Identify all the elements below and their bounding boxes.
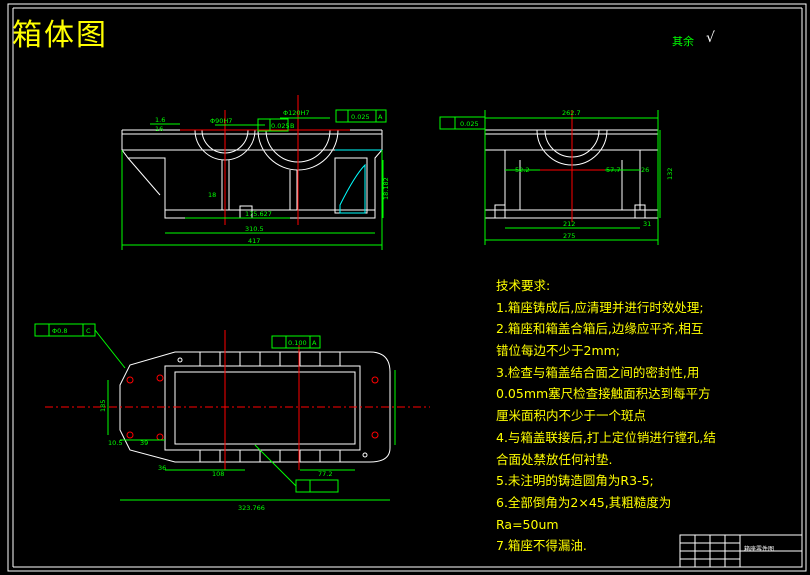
side-view-centerlines [540,110,605,222]
title-block-name: 箱座零件图 [744,546,775,553]
side-dim-52-2: 52.2 [515,166,529,174]
top-dim-185: 185 [99,400,107,412]
front-datum-a: A [378,113,383,121]
side-dim-26: 26 [641,166,649,174]
side-view-dimension-texts: 262.7 275 212 31 52.2 57.7 26 132 0.025 [460,109,674,240]
side-view-dimension-lines [439,110,661,245]
requirement-line: 厘米面积内不少于一个斑点 [496,408,647,424]
top-view [119,351,391,463]
front-dim-18-182: 18.182 [382,177,390,200]
front-tolerance-value-b: 0.025 [271,122,290,130]
requirement-line: 合面处禁放任何衬垫. [496,451,613,467]
side-dim-262-7: 262.7 [562,109,581,117]
front-view-dimension-texts: 417 310.5 175.627 Φ120H7 Φ90H7 0.025 B 0… [155,109,390,245]
front-dim-16: 16 [155,125,163,133]
top-datum-c: C [86,327,91,335]
front-view-centerlines [180,95,350,225]
side-dim-275: 275 [563,232,575,240]
side-flatness-value: 0.025 [460,120,479,128]
front-view-dimension-lines [121,109,387,250]
roughness-symbol-icon: √ [706,30,715,46]
top-view-centerlines [45,330,430,470]
requirement-line: 0.05mm塞尺检查接触面积达到每平方 [496,386,711,402]
requirement-line: Ra=50um [496,516,559,532]
technical-requirements: 技术要求: 1.箱座铸成后,应清理并进行时效处理; 2.箱座和箱盖合箱后,边缘应… [496,275,716,557]
roughness-note: 其余 [672,35,694,48]
top-dim-108: 108 [212,470,224,478]
top-view-dimension-texts: 323.766 108 77.2 39 10.5 36 185 0.100 A … [52,327,332,512]
requirement-line: 5.未注明的铸造圆角为R3-5; [496,473,654,489]
requirement-line: 7.箱座不得漏油. [496,538,587,554]
side-dim-57-7: 57.7 [606,166,620,174]
front-view-outline [121,130,383,219]
front-tolerance-value-a: 0.025 [351,113,370,121]
front-datum-b: B [290,122,294,130]
top-dim-323-766: 323.766 [238,504,265,512]
front-view [121,129,383,219]
front-dim-417: 417 [248,237,260,245]
requirement-line: 6.全部倒角为2×45,其粗糙度为 [496,494,672,510]
top-view-dimension-lines [34,323,396,501]
top-dim-77-2: 77.2 [318,470,332,478]
front-dim-bore-small: Φ90H7 [210,117,232,125]
requirement-line: 2.箱座和箱盖合箱后,边缘应平齐,相互 [496,321,704,337]
front-view-section-hatch [339,163,366,214]
side-dim-212: 212 [563,220,575,228]
top-dim-39: 39 [140,439,148,447]
front-dim-18: 18 [208,191,216,199]
front-dim-310-5: 310.5 [245,225,264,233]
outer-border [7,3,807,572]
top-position-tol: Φ0.8 [52,327,67,335]
requirement-line: 1.箱座铸成后,应清理并进行时效处理; [496,299,704,315]
front-roughness-1-6: 1.6 [155,116,165,124]
side-dim-132: 132 [666,168,674,180]
top-datum-a: A [312,339,317,347]
drawing-title: 箱体图 [12,18,108,53]
front-dim-bore-large: Φ120H7 [283,109,310,117]
top-view-outline [119,351,391,463]
requirement-line: 3.检查与箱盖结合面之间的密封性,用 [496,364,700,380]
technical-requirements-heading: 技术要求: [496,278,551,293]
top-dim-10-5: 10.5 [108,439,122,447]
requirement-line: 4.与箱盖联接后,打上定位销进行镗孔,结 [496,429,716,445]
top-view-inner-cavity [164,365,361,451]
top-dim-36: 36 [158,464,166,472]
front-dim-175-627: 175.627 [245,210,272,218]
top-tolerance-value: 0.100 [288,339,307,347]
requirement-line: 错位每边不少于2mm; [496,343,621,359]
side-dim-31: 31 [643,220,651,228]
title-block [679,534,803,568]
